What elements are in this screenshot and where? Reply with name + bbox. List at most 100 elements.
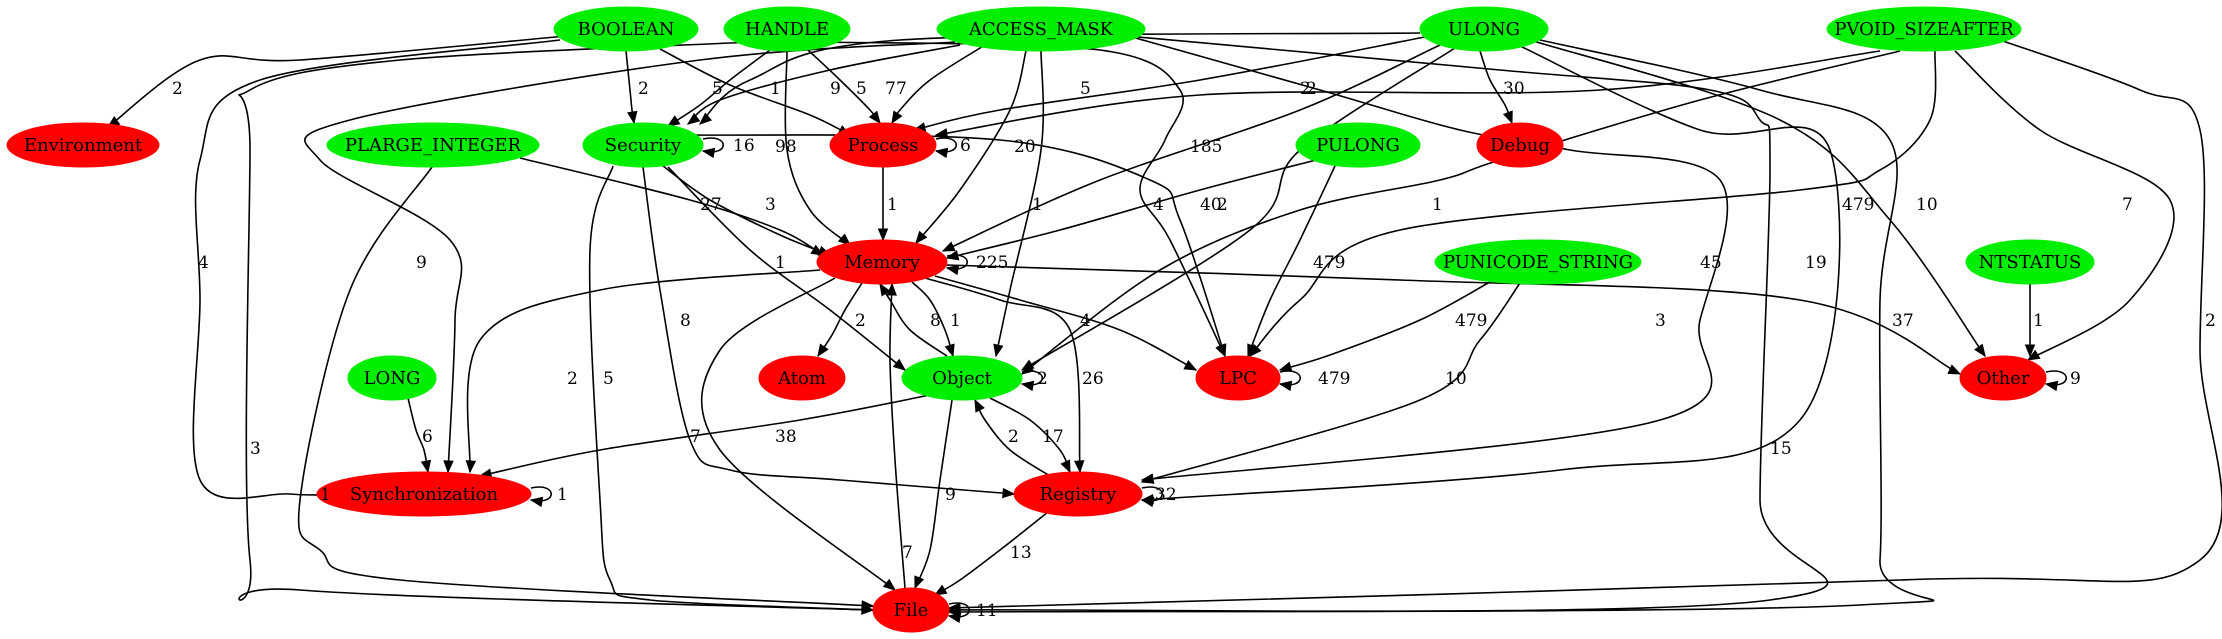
node-label: Atom [777, 368, 826, 389]
node-boolean[interactable]: BOOLEAN [553, 6, 699, 52]
edge-long-to-synchronization [407, 397, 432, 474]
edge-label-boolean-to-security: 2 [638, 79, 649, 99]
node-ellipse[interactable] [1419, 6, 1549, 52]
edge-line [642, 166, 1015, 495]
node-object[interactable]: Object [901, 355, 1023, 401]
node-ellipse[interactable] [316, 471, 532, 517]
node-ellipse[interactable] [1013, 471, 1143, 517]
node-plarge_integer[interactable]: PLARGE_INTEGER [326, 122, 540, 168]
node-punicode_string[interactable]: PUNICODE_STRING [1434, 239, 1642, 285]
edge-label-access_mask-to-memory: 20 [1014, 137, 1036, 157]
node-ellipse[interactable] [1195, 355, 1281, 401]
node-ellipse[interactable] [553, 6, 699, 52]
edge-label-object-to-registry: 17 [1042, 427, 1064, 447]
edge-arrowhead [1278, 361, 1293, 372]
edge-arrowhead [868, 110, 881, 125]
edge-arrowhead [1947, 364, 1962, 375]
node-long[interactable]: LONG [347, 355, 437, 401]
node-pulong[interactable]: PULONG [1295, 122, 1421, 168]
node-environment[interactable]: Environment [6, 122, 160, 168]
node-ellipse[interactable] [816, 239, 948, 285]
edge-label-boolean-to-synchronization: 4 [198, 253, 209, 273]
node-security[interactable]: Security [582, 122, 704, 168]
edge-label-memory-to-other: 3 [1655, 311, 1666, 331]
node-ellipse[interactable] [347, 355, 437, 401]
node-ellipse[interactable] [1826, 6, 2022, 52]
node-ellipse[interactable] [1965, 239, 2095, 285]
edge-label-object-to-file: 9 [945, 485, 956, 505]
node-ellipse[interactable] [1434, 239, 1642, 285]
edge-line [667, 166, 906, 371]
node-ellipse[interactable] [758, 355, 846, 401]
edge-line [659, 48, 851, 136]
node-label: ULONG [1448, 19, 1520, 40]
edge-other-to-other [2044, 370, 2067, 392]
node-ellipse[interactable] [582, 122, 704, 168]
node-ulong[interactable]: ULONG [1419, 6, 1549, 52]
edge-label-punicode_string-to-lpc: 479 [1455, 311, 1487, 331]
node-synchronization[interactable]: Synchronization [316, 471, 532, 517]
node-atom[interactable]: Atom [758, 355, 846, 401]
node-label: PLARGE_INTEGER [345, 135, 522, 156]
edge-handle-to-process [807, 49, 881, 125]
edge-label-handle-to-lpc: 185 [1190, 137, 1222, 157]
edge-label-file-to-file: 11 [976, 601, 998, 621]
edge-handle-to-file [238, 41, 875, 615]
edge-arrowhead [1216, 343, 1227, 358]
edge-label-pulong-to-lpc: 479 [1313, 253, 1345, 273]
edge-access_mask-to-process [891, 44, 986, 125]
node-memory[interactable]: Memory [816, 239, 948, 285]
node-pvoid_sizeafter[interactable]: PVOID_SIZEAFTER [1826, 6, 2022, 52]
edge-label-lpc-to-lpc: 479 [1318, 369, 1350, 389]
node-lpc[interactable]: LPC [1195, 355, 1281, 401]
edge-line [942, 44, 1441, 252]
node-registry[interactable]: Registry [1013, 471, 1143, 517]
edge-arrowhead [945, 264, 960, 276]
node-ellipse[interactable] [872, 587, 950, 633]
node-ellipse[interactable] [6, 122, 160, 168]
edge-label-security-to-security: 16 [733, 136, 755, 156]
edge-arrowhead [941, 241, 956, 252]
edge-line [819, 41, 1226, 357]
edge-line [297, 166, 874, 607]
edge-arrowhead [1060, 459, 1071, 474]
node-access_mask[interactable]: ACCESS_MASK [936, 6, 1146, 52]
edge-line [192, 39, 561, 500]
edge-security-to-memory [662, 165, 832, 256]
edge-arrowhead [817, 343, 829, 358]
edge-arrowhead [1502, 110, 1513, 125]
node-ellipse[interactable] [829, 122, 937, 168]
node-ellipse[interactable] [326, 122, 540, 168]
edge-arrowhead [1140, 496, 1155, 508]
node-ellipse[interactable] [1959, 355, 2047, 401]
edge-arrowhead [934, 147, 949, 159]
edge-line [238, 41, 874, 611]
nodes-layer: BOOLEAN HANDLE ACCESS_MASK ULONG PVOID_SIZEA… [6, 6, 2095, 633]
edge-arrowhead [1020, 380, 1035, 392]
node-ntstatus[interactable]: NTSTATUS [1965, 239, 2095, 285]
edge-handle-to-lpc [819, 41, 1226, 358]
node-ellipse[interactable] [901, 355, 1023, 401]
edge-arrowhead [2026, 349, 2041, 361]
node-process[interactable]: Process [829, 122, 937, 168]
edge-memory-to-lpc [934, 275, 1198, 371]
edge-label-handle-to-file: 3 [250, 439, 261, 459]
node-ellipse[interactable] [723, 6, 851, 52]
edge-pvoid_sizeafter-to-lpc [1249, 50, 1937, 357]
node-other[interactable]: Other [1959, 355, 2047, 401]
edge-arrowhead [465, 460, 477, 474]
node-ellipse[interactable] [1295, 122, 1421, 168]
edge-label-access_mask-to-object: 1 [1032, 195, 1043, 215]
node-handle[interactable]: HANDLE [723, 6, 851, 52]
edge-label-ntstatus-to-other: 1 [2033, 311, 2044, 331]
node-ellipse[interactable] [936, 6, 1146, 52]
node-file[interactable]: File [872, 587, 950, 633]
node-ellipse[interactable] [1476, 122, 1564, 168]
edge-line [304, 41, 956, 473]
node-debug[interactable]: Debug [1476, 122, 1564, 168]
edge-line [667, 49, 771, 127]
edge-label-file-to-memory: 7 [902, 543, 913, 563]
edge-label-synchronization-to-synchronization: 1 [557, 485, 568, 505]
edge-registry-to-object [974, 398, 1051, 477]
